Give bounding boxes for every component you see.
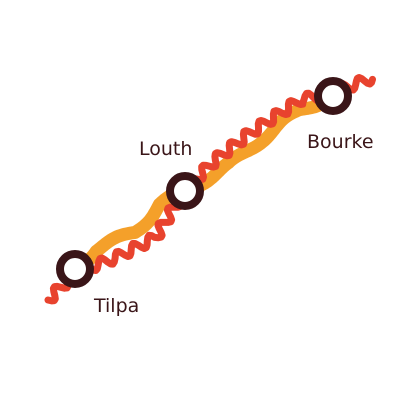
station-louth[interactable]: Louth [139,138,204,210]
station-marker-tilpa [56,250,94,288]
station-label-louth: Louth [139,138,192,160]
station-label-tilpa: Tilpa [93,295,139,317]
red-line [44,74,376,305]
station-label-bourke: Bourke [307,131,374,153]
stations: Tilpa Louth Bourke [56,77,374,317]
station-bourke[interactable]: Bourke [307,77,374,153]
route-lines [44,74,376,305]
orange-line [68,89,340,276]
station-tilpa[interactable]: Tilpa [56,250,139,317]
station-marker-louth [166,172,204,210]
station-marker-bourke [314,77,352,115]
